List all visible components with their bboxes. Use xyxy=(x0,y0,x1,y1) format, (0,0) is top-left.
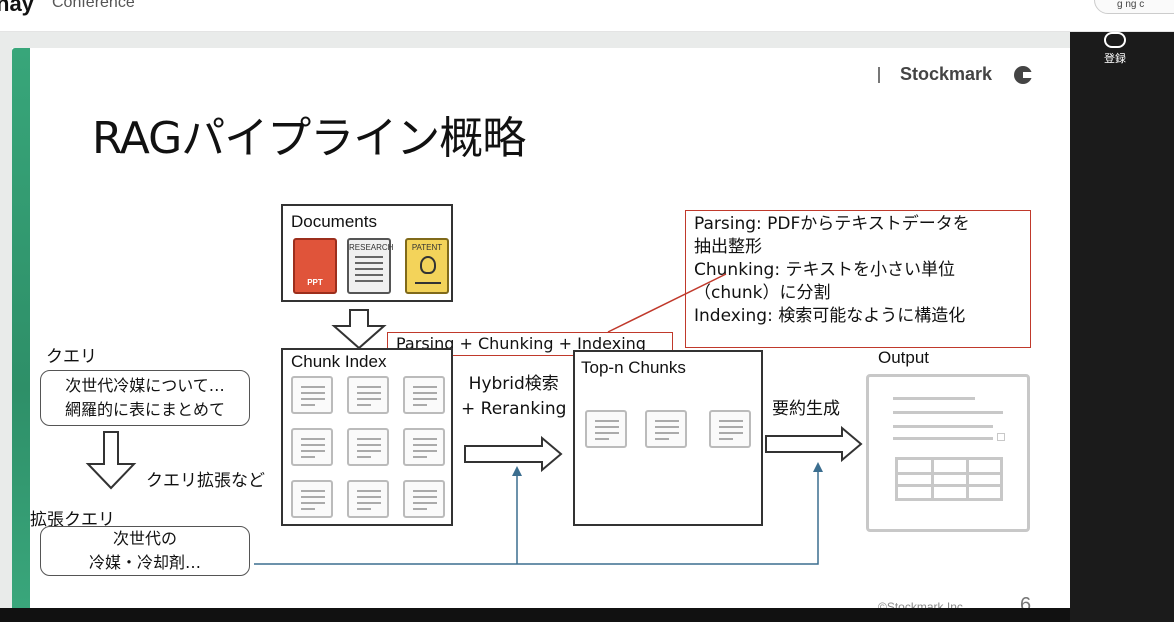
logo-divider xyxy=(878,67,880,83)
page-number: 6 xyxy=(1020,594,1032,614)
summarize-label: 要約生成 xyxy=(772,399,840,419)
query-bubble: 次世代冷媒について… 網羅的に表にまとめて xyxy=(40,370,250,426)
research-document-icon: RESEARCH xyxy=(347,238,393,294)
top-bar: nay Conference g ng c xyxy=(0,0,1174,32)
brand-subtitle: Conference xyxy=(52,0,135,11)
chunk-icon xyxy=(709,410,751,448)
stockmark-logo: Stockmark xyxy=(900,64,993,84)
output-document-frame xyxy=(866,374,1030,532)
chunk-icon xyxy=(645,410,687,448)
brand-logo: nay xyxy=(0,0,34,16)
explanation-note-box: Parsing: PDFからテキストデータを 抽出整形 Chunking: テキ… xyxy=(685,210,1031,348)
chunk-icon xyxy=(347,376,389,414)
citation-mark-icon xyxy=(997,433,1005,441)
output-table xyxy=(895,457,1003,501)
top-right-pill-button[interactable]: g ng c xyxy=(1094,0,1174,14)
note-line-indexing: Indexing: 検索可能なように構造化 xyxy=(694,306,966,326)
slide-title: RAGパイプライン概略 xyxy=(92,113,526,164)
slide: Stockmark RAGパイプライン概略 Documents PPT RESE… xyxy=(12,48,1070,614)
chunk-icon xyxy=(291,480,333,518)
chunk-index-label: Chunk Index xyxy=(291,352,387,371)
documents-label: Documents xyxy=(291,212,377,231)
patent-document-icon: PATENT xyxy=(405,238,449,294)
chunk-icon xyxy=(347,428,389,466)
stockmark-mark-icon xyxy=(1014,66,1033,84)
slide-accent-bar xyxy=(12,48,30,614)
chunk-icon xyxy=(291,428,333,466)
documents-box: Documents PPT RESEARCH PATENT xyxy=(281,204,453,302)
query-label: クエリ xyxy=(46,347,97,367)
chunk-icon xyxy=(403,428,445,466)
expanded-query-label: 拡張クエリ xyxy=(30,510,115,530)
ppt-document-icon: PPT xyxy=(293,238,337,294)
chunk-icon xyxy=(403,376,445,414)
expanded-query-bubble: 次世代の 冷媒・冷却剤… xyxy=(40,526,250,576)
lightbulb-icon xyxy=(420,256,436,274)
chunk-icon xyxy=(347,480,389,518)
query-expansion-label: クエリ拡張など xyxy=(146,471,265,491)
video-stage: Stockmark RAGパイプライン概略 Documents PPT RESE… xyxy=(0,32,1070,622)
chunk-icon xyxy=(403,480,445,518)
chunk-icon xyxy=(291,376,333,414)
output-label: Output xyxy=(878,348,930,367)
register-button[interactable]: 登録 xyxy=(1070,32,1174,72)
hybrid-search-label: Hybrid検索 + Reranking xyxy=(461,374,567,419)
right-panel: 登録 xyxy=(1070,32,1174,622)
note-line-chunking: Chunking: テキストを小さい単位 xyxy=(694,260,955,280)
note-line-parsing: Parsing: PDFからテキストデータを xyxy=(694,214,970,234)
chunk-icon xyxy=(585,410,627,448)
chat-icon xyxy=(1104,32,1126,48)
top-n-chunks-box: Top-n Chunks xyxy=(573,350,763,526)
register-label: 登録 xyxy=(1104,52,1126,65)
bottom-strip xyxy=(0,608,1070,622)
note-line-chunking-cont: （chunk）に分割 xyxy=(694,283,831,303)
note-line-parsing-cont: 抽出整形 xyxy=(694,237,762,257)
chunk-index-box: Chunk Index xyxy=(281,348,453,526)
top-n-chunks-label: Top-n Chunks xyxy=(581,358,686,377)
